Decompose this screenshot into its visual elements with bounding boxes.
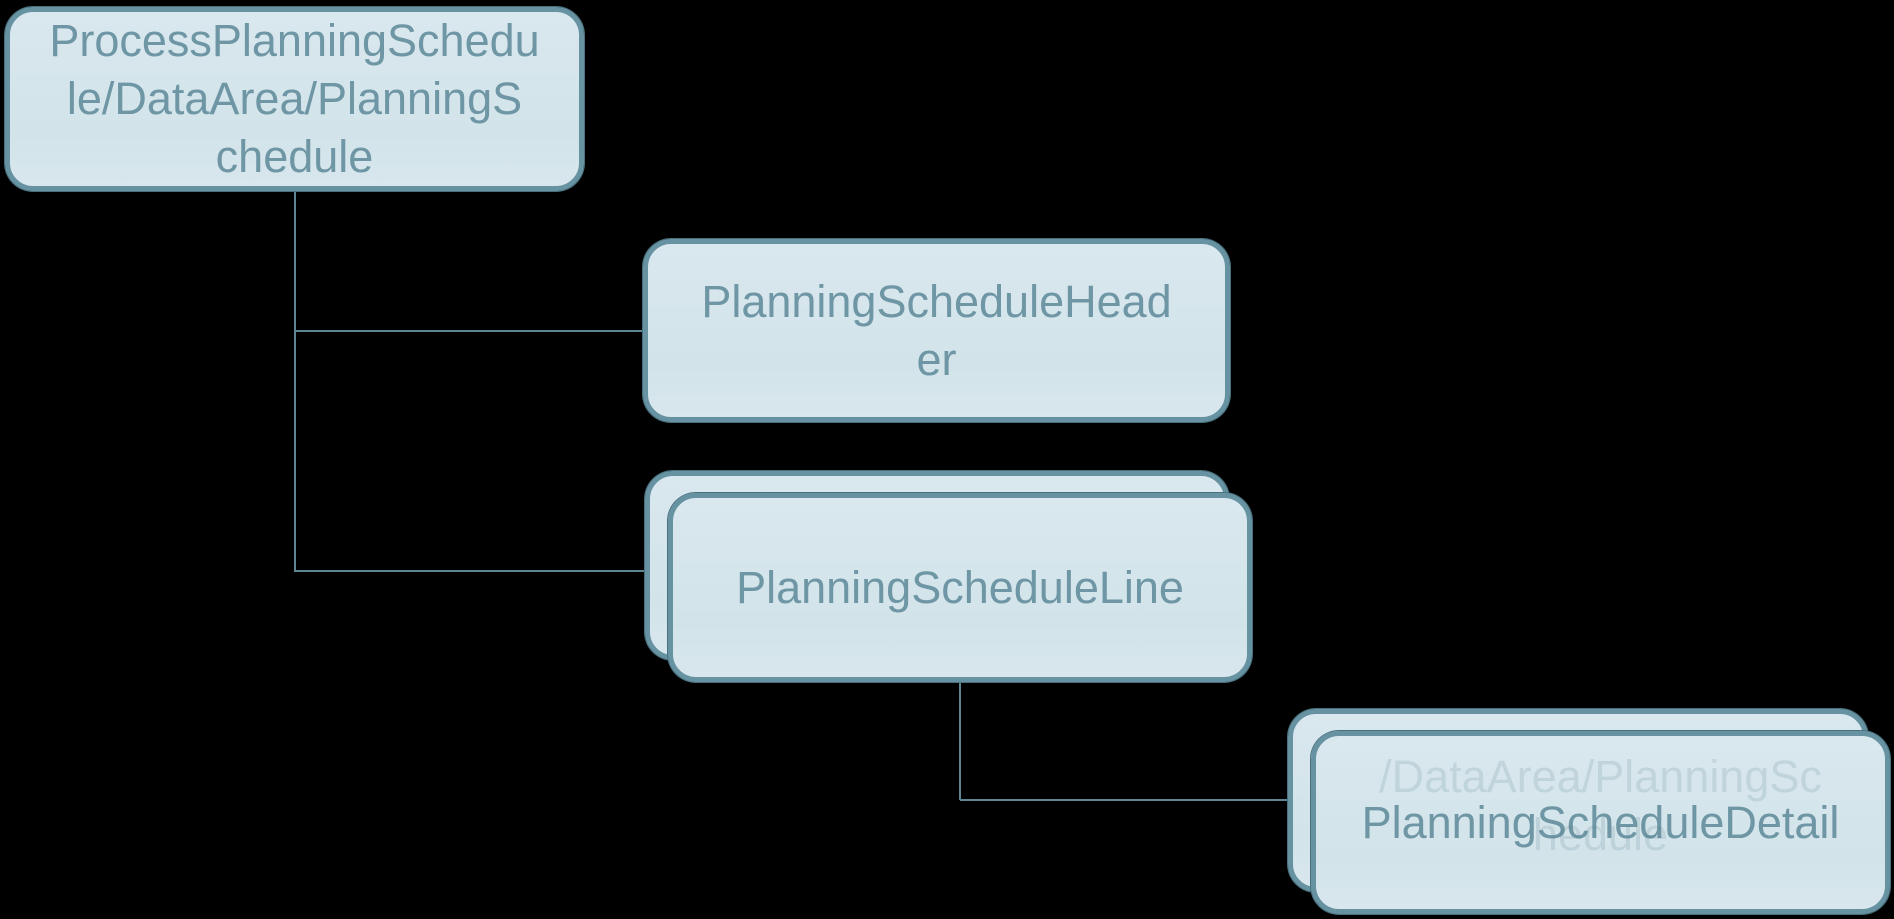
node-label-line: PlanningScheduleDetail — [1361, 796, 1840, 848]
connector-line-to-detail — [960, 799, 1289, 801]
node-label-line: PlanningScheduleHead — [701, 275, 1172, 327]
node-label-line: PlanningScheduleLine — [736, 561, 1184, 613]
connector-root-trunk — [294, 190, 296, 572]
node-label-line: ProcessPlanningSchedu — [49, 15, 540, 66]
connector-root-to-line — [295, 570, 646, 572]
node-label-line: er — [916, 333, 957, 385]
connector-root-to-header — [295, 330, 644, 332]
node-planning-schedule-line: PlanningScheduleLine — [668, 493, 1252, 682]
connector-line-trunk — [959, 681, 961, 800]
node-label-line: chedule — [215, 131, 374, 182]
node-planning-schedule-header: PlanningScheduleHead er — [643, 239, 1230, 422]
node-label-line: le/DataArea/PlanningS — [66, 73, 523, 124]
node-planning-schedule-detail: /DataArea/PlanningSc hedule PlanningSche… — [1311, 731, 1890, 914]
node-process-planning-schedule: ProcessPlanningSchedu le/DataArea/Planni… — [5, 7, 584, 191]
